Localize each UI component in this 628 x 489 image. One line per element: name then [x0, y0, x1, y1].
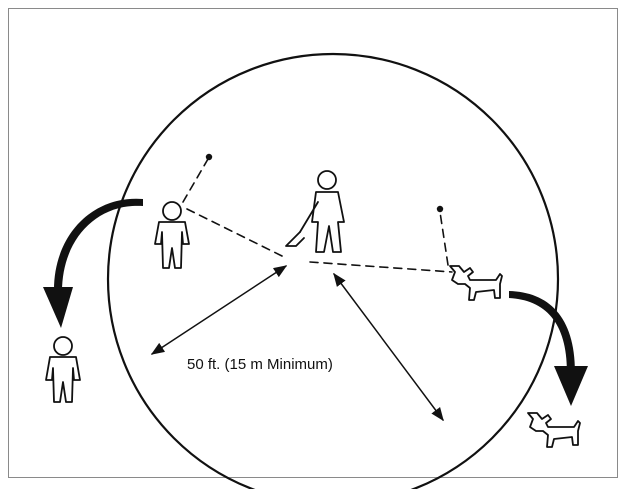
bystander-moved-icon — [45, 336, 81, 403]
distance-label: 50 ft. (15 m Minimum) — [187, 356, 333, 373]
dog-moved-icon — [527, 412, 581, 448]
move-away-arrow-icon-right — [509, 291, 588, 406]
distance-arrows — [150, 265, 444, 422]
move-away-arrow-icon — [43, 198, 143, 328]
bystander-icon — [154, 201, 190, 269]
figure-frame — [8, 8, 618, 478]
dog-icon — [449, 265, 503, 301]
safety-zone-circle — [106, 52, 560, 489]
thrown-object-dots — [205, 153, 444, 213]
thrown-object-paths — [182, 158, 453, 273]
operator-icon — [285, 170, 345, 253]
